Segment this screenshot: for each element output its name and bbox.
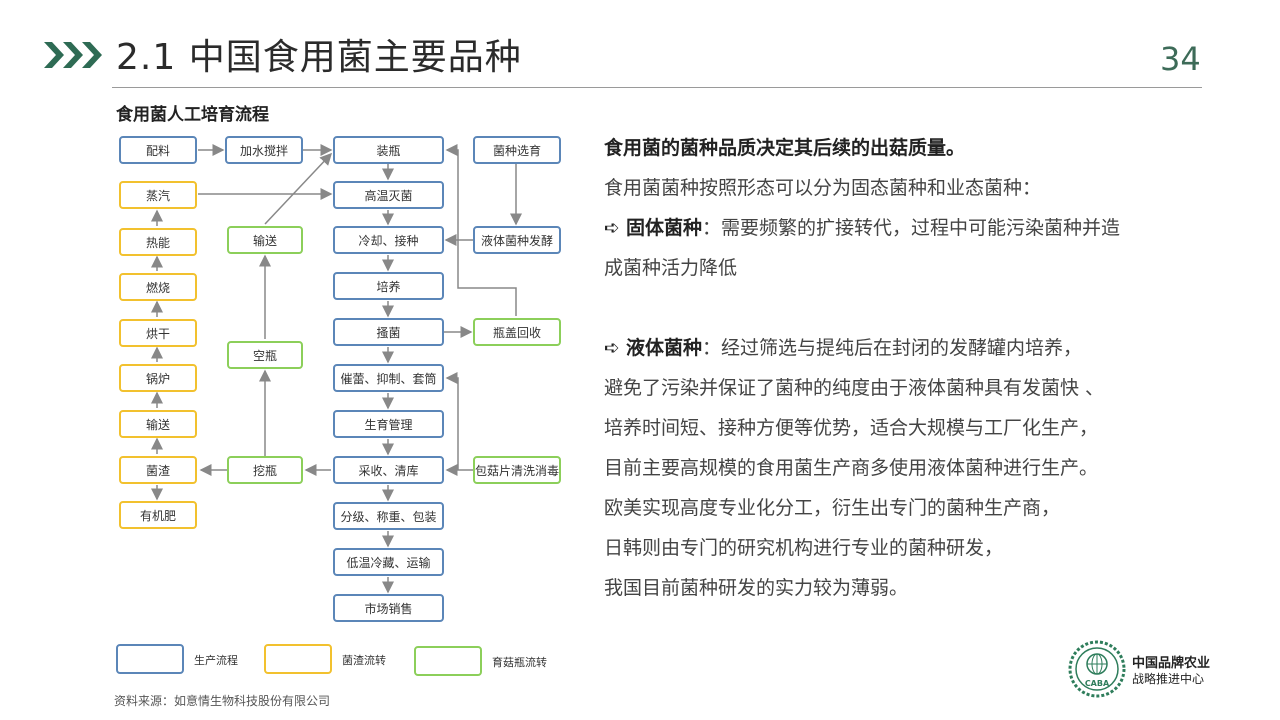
- arrow-shusong-zhuangping: [264, 152, 333, 225]
- text-intro: 食用菌菌种按照形态可以分为固态菌种和业态菌种：: [604, 177, 1042, 199]
- arrow-pinggai-zhuangping: [445, 144, 517, 316]
- text-line-6: 我国目前菌种研发的实力较为薄弱。: [604, 577, 909, 599]
- box-ranshao: 燃烧: [119, 273, 197, 301]
- legend-label-production: 生产流程: [194, 654, 238, 667]
- body-text: 食用菌的菌种品质决定其后续的出菇质量。 食用菌菌种按照形态可以分为固态菌种和业态…: [604, 128, 1204, 608]
- logo-badge-text: CABA: [1085, 679, 1110, 688]
- box-shichang: 市场销售: [333, 594, 444, 622]
- text-liquid: ➪ 液体菌种：经过筛选与提纯后在封闭的发酵罐内培养，: [604, 328, 1204, 368]
- box-cuilei: 催蕾、抑制、套筒: [333, 364, 444, 392]
- org-name-line1: 中国品牌农业: [1132, 656, 1211, 671]
- box-waping: 挖瓶: [227, 456, 303, 484]
- source-note: 资料来源：如意情生物科技股份有限公司: [114, 694, 331, 708]
- box-guolu: 锅炉: [119, 364, 197, 392]
- box-yeti: 液体菌种发酵: [473, 226, 561, 254]
- box-jiashui: 加水搅拌: [225, 136, 303, 164]
- box-zhuangping: 装瓶: [333, 136, 444, 164]
- chevron-right-icon: [44, 42, 102, 68]
- box-peiliao: 配料: [119, 136, 197, 164]
- solid-label: 固体菌种: [625, 217, 702, 239]
- box-peiyang: 培养: [333, 272, 444, 300]
- text-heading: 食用菌的菌种品质决定其后续的出菇质量。: [604, 137, 966, 159]
- box-diwen: 低温冷藏、运输: [333, 548, 444, 576]
- diagram-title: 食用菌人工培育流程: [116, 105, 269, 125]
- box-bojun: 搔菌: [333, 318, 444, 346]
- box-kongping: 空瓶: [227, 341, 303, 369]
- box-gaowen: 高温灭菌: [333, 181, 444, 209]
- text-solid: ➪ 固体菌种：需要频繁的扩接转代，过程中可能污染菌种并造: [604, 208, 1204, 248]
- page-number: 34: [1160, 40, 1201, 78]
- legend-label-residue: 菌渣流转: [342, 654, 386, 667]
- box-shusong-green: 输送: [227, 226, 303, 254]
- box-junzhong: 菌种选育: [473, 136, 561, 164]
- box-caishou: 采收、清库: [333, 456, 444, 484]
- caba-logo-icon: CABA: [1068, 640, 1126, 698]
- text-line-2: 培养时间短、接种方便等优势，适合大规模与工厂化生产，: [604, 417, 1099, 439]
- arrow-baogu-cuilei: [445, 372, 459, 470]
- page-title: 2.1 中国食用菌主要品种: [116, 37, 522, 78]
- box-honggan: 烘干: [119, 319, 197, 347]
- liquid-label: 液体菌种: [625, 337, 702, 359]
- text-spacer: [604, 288, 1204, 328]
- arrow-right-icon: ➪: [604, 217, 620, 239]
- text-line-5: 日韩则由专门的研究机构进行专业的菌种研发，: [604, 537, 1004, 559]
- text-line-3: 目前主要高规模的食用菌生产商多使用液体菌种进行生产。: [604, 457, 1099, 479]
- flow-connectors: [151, 144, 522, 594]
- legend-swatch-residue: [264, 644, 332, 674]
- box-shusong-yellow: 输送: [119, 410, 197, 438]
- box-youjifei: 有机肥: [119, 501, 197, 529]
- arrow-right-icon: ➪: [604, 337, 620, 359]
- legend-swatch-bottle: [414, 646, 482, 676]
- header-divider: [112, 87, 1202, 88]
- box-zhengqi: 蒸汽: [119, 181, 197, 209]
- box-fenji: 分级、称重、包装: [333, 502, 444, 530]
- box-lengque: 冷却、接种: [333, 226, 444, 254]
- box-junzha: 菌渣: [119, 456, 197, 484]
- legend-swatch-production: [116, 644, 184, 674]
- text-line-1: 避免了污染并保证了菌种的纯度由于液体菌种具有发菌快 、: [604, 377, 1105, 399]
- box-reneng: 热能: [119, 228, 197, 256]
- flow-diagram: 配料 加水搅拌 装瓶 菌种选育 高温灭菌 冷却、接种 液体菌种发酵 培养 搔菌 …: [100, 120, 580, 690]
- box-pinggai: 瓶盖回收: [473, 318, 561, 346]
- box-shengyu: 生育管理: [333, 410, 444, 438]
- text-solid-continued: 成菌种活力降低: [604, 257, 738, 279]
- text-line-4: 欧美实现高度专业化分工，衍生出专门的菌种生产商，: [604, 497, 1061, 519]
- box-baogu: 包菇片清洗消毒: [473, 456, 561, 484]
- liquid-body: ：经过筛选与提纯后在封闭的发酵罐内培养，: [701, 337, 1082, 359]
- legend-label-bottle: 育菇瓶流转: [492, 656, 547, 669]
- org-name-line2: 战略推进中心: [1132, 672, 1205, 686]
- solid-body: ：需要频繁的扩接转代，过程中可能污染菌种并造: [701, 217, 1120, 239]
